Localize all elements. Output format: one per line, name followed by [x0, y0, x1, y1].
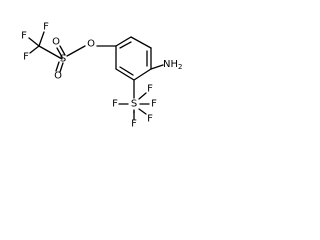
bond-c-n [150, 64, 164, 70]
atom-f-5: F [147, 84, 153, 95]
atom-f-7: F [147, 114, 153, 125]
atom-s-sulfonyl: S [60, 54, 66, 65]
ring-double-c1-c2 [119, 41, 132, 49]
bonds [28, 31, 164, 120]
ring-bond-c5-c6 [115, 68, 135, 81]
bond-s-f-lower-right [138, 108, 147, 115]
atom-f-2: F [43, 22, 49, 33]
atom-nh2-main: NH [163, 59, 178, 70]
atom-nh2: NH2 [163, 59, 182, 72]
ring-bond-c4-c5 [133, 68, 152, 81]
bond-c-s [38, 45, 63, 60]
atom-f-3: F [23, 52, 29, 63]
bond-s-o-top-a [56, 47, 63, 58]
bond-c-f3 [29, 45, 40, 54]
atom-o-sulfonyl-bottom: O [54, 71, 62, 82]
bond-s-f-upper-right [138, 92, 147, 100]
bond-s-o-top-b [59, 45, 66, 56]
ring-bond-c2-c3 [130, 36, 152, 49]
bond-c-f2 [38, 31, 45, 47]
atom-f-4: F [112, 99, 118, 110]
bond-s-o-bottom-a [55, 61, 60, 72]
atom-labels: F F F S O O O NH2 S F F F F F [21, 22, 182, 130]
molecule-structure-diagram: F F F S O O O NH2 S F F F F F [21, 22, 182, 130]
bond-s-o-bottom-b [59, 62, 64, 73]
atom-s-pentafluoro: S [131, 99, 137, 110]
ring-double-c5-c6 [119, 66, 134, 76]
bond-c-f1 [28, 37, 40, 47]
bond-s-o-ester [66, 45, 86, 57]
atom-nh2-subscript: 2 [178, 63, 182, 71]
atom-o-sulfonyl-top: O [52, 37, 60, 48]
atom-f-6: F [151, 99, 157, 110]
atom-f-1: F [21, 31, 27, 42]
atom-o-ester: O [87, 39, 95, 50]
atom-f-8: F [131, 119, 137, 130]
ring-bond-c1-c2 [115, 36, 132, 47]
